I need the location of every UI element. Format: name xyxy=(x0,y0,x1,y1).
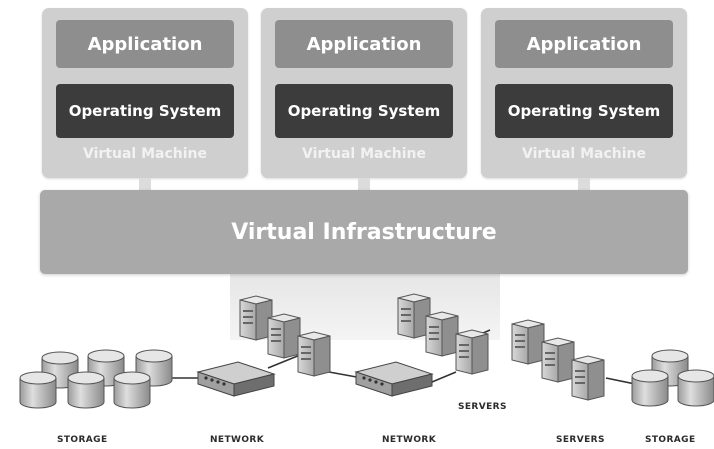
server-icon xyxy=(297,331,331,377)
network-label-right: NETWORK xyxy=(382,435,437,445)
vm-connector xyxy=(358,178,370,190)
storage-disk-icon xyxy=(677,369,714,407)
storage-label-left: STORAGE xyxy=(57,435,108,445)
vm-connector xyxy=(139,178,151,190)
network-switch-icon xyxy=(355,361,433,397)
server-icon xyxy=(571,355,605,401)
storage-disk-icon xyxy=(631,369,669,407)
servers-label-mid: SERVERS xyxy=(458,402,507,412)
network-label-left: NETWORK xyxy=(210,435,265,445)
server-icon xyxy=(397,293,431,339)
virtual-infrastructure-bar: Virtual Infrastructure xyxy=(40,190,688,274)
storage-label-right: STORAGE xyxy=(645,435,696,445)
application-box: Application xyxy=(56,20,234,68)
application-box: Application xyxy=(495,20,673,68)
virtual-machine-label: Virtual Machine xyxy=(522,146,646,162)
server-icon xyxy=(455,329,489,375)
virtual-machine-label: Virtual Machine xyxy=(83,146,207,162)
operating-system-box: Operating System xyxy=(495,84,673,138)
operating-system-box: Operating System xyxy=(275,84,453,138)
server-icon xyxy=(541,337,575,383)
virtual-machine-2: Application Operating System Virtual Mac… xyxy=(261,8,467,178)
storage-disk-icon xyxy=(19,371,57,409)
server-icon xyxy=(425,311,459,357)
network-switch-icon xyxy=(197,361,275,397)
virtual-machine-1: Application Operating System Virtual Mac… xyxy=(42,8,248,178)
storage-disk-icon xyxy=(67,371,105,409)
application-box: Application xyxy=(275,20,453,68)
vm-connector xyxy=(578,178,590,190)
servers-label-right: SERVERS xyxy=(556,435,605,445)
storage-disk-icon xyxy=(113,371,151,409)
server-icon xyxy=(239,295,273,341)
virtual-machine-label: Virtual Machine xyxy=(302,146,426,162)
server-icon xyxy=(511,319,545,365)
operating-system-box: Operating System xyxy=(56,84,234,138)
virtual-machine-3: Application Operating System Virtual Mac… xyxy=(481,8,687,178)
virtual-infrastructure-label: Virtual Infrastructure xyxy=(231,219,497,245)
server-icon xyxy=(267,313,301,359)
